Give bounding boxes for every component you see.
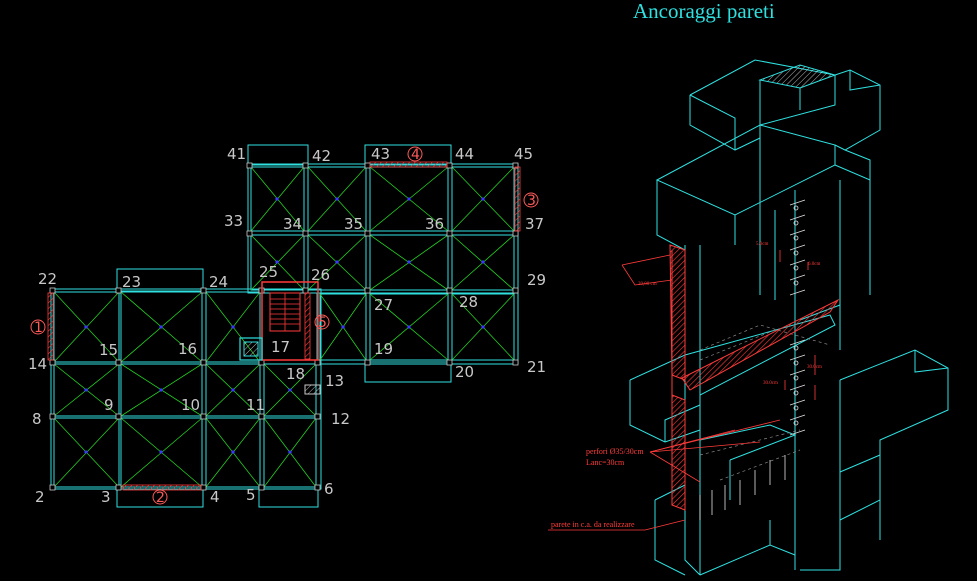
node-label: 29 <box>527 271 546 289</box>
wall-marker-label: 4 <box>411 147 420 163</box>
drawing-title: Ancoraggi pareti <box>633 0 775 23</box>
plan-center-marks <box>84 197 485 454</box>
node-label: 22 <box>38 270 57 288</box>
node-label: 24 <box>209 273 228 291</box>
node-label: 43 <box>371 145 390 163</box>
wall-marker-label: 5 <box>318 315 327 331</box>
node-label: 34 <box>283 215 302 233</box>
dimension-a: 20,00 cm <box>638 282 657 287</box>
plan-grid-upper <box>247 144 519 383</box>
node-label: 4 <box>210 488 220 506</box>
node-label: 44 <box>455 145 474 163</box>
node-label: 27 <box>374 296 393 314</box>
dimension-e: 30.0cm <box>763 381 778 386</box>
node-label: 5 <box>246 486 256 504</box>
node-label: 28 <box>459 293 478 311</box>
node-label: 21 <box>527 358 546 376</box>
node-label: 26 <box>311 266 330 284</box>
node-label: 12 <box>331 410 350 428</box>
anchor-bars <box>699 199 806 520</box>
node-label: 10 <box>181 396 200 414</box>
node-label: 2 <box>35 488 45 506</box>
isometric-detail <box>629 59 949 576</box>
node-labels: 2 3 4 5 6 8 9 10 11 12 13 14 15 16 17 18… <box>28 145 546 506</box>
stair-core <box>239 281 321 395</box>
new-wall-1 <box>47 292 54 361</box>
node-label: 16 <box>178 340 197 358</box>
node-label: 36 <box>425 215 444 233</box>
node-label: 13 <box>325 372 344 390</box>
wall-marker-labels: 1 2 3 4 5 <box>34 147 536 506</box>
new-wall-5 <box>304 292 311 360</box>
new-walls <box>47 161 521 491</box>
floor-plan <box>30 144 539 508</box>
node-label: 19 <box>374 340 393 358</box>
plan-grid-lower <box>50 268 322 508</box>
node-label: 35 <box>344 215 363 233</box>
node-label: 42 <box>312 147 331 165</box>
node-label: 20 <box>455 363 474 381</box>
node-label: 37 <box>525 215 544 233</box>
dimension-d: 30.0cm <box>807 365 822 370</box>
leader-lines <box>548 250 816 531</box>
new-wall-3 <box>514 166 521 232</box>
node-label: 9 <box>104 396 114 414</box>
new-wall-section <box>669 244 840 511</box>
node-label: 33 <box>224 212 243 230</box>
node-label: 3 <box>101 488 111 506</box>
wall-marker-label: 3 <box>527 193 536 209</box>
node-label: 25 <box>259 263 278 281</box>
node-label: 45 <box>514 145 533 163</box>
node-label: 15 <box>99 341 118 359</box>
wall-marker-circles <box>30 146 539 505</box>
node-label: 23 <box>122 273 141 291</box>
new-wall-4 <box>369 161 448 168</box>
dimension-b: 5.0cm <box>756 242 768 247</box>
node-label: 18 <box>286 365 305 383</box>
node-label: 41 <box>227 145 246 163</box>
node-label: 17 <box>271 338 290 356</box>
annotation-perfori: perfori Ø35/30cm <box>586 447 644 456</box>
dimension-c: 6.0cm <box>808 262 820 267</box>
node-label: 11 <box>246 396 265 414</box>
node-label: 8 <box>32 410 42 428</box>
wall-marker-label: 2 <box>156 490 165 506</box>
annotation-lancoraggio: Lanc=30cm <box>586 458 625 467</box>
node-label: 6 <box>324 480 334 498</box>
node-label: 14 <box>28 355 47 373</box>
wall-marker-label: 1 <box>34 320 43 336</box>
annotation-parete: parete in c.a. da realizzare <box>551 520 635 529</box>
